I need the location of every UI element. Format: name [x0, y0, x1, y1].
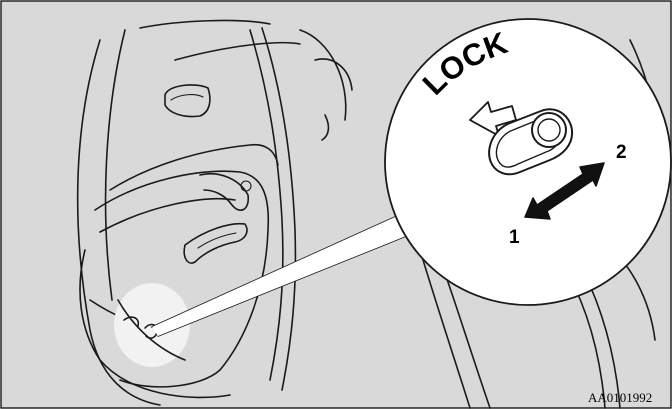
figure-reference-code: AA0101992 [588, 390, 652, 405]
direction-2-label: 2 [616, 142, 627, 163]
direction-1-label: 1 [509, 227, 520, 248]
